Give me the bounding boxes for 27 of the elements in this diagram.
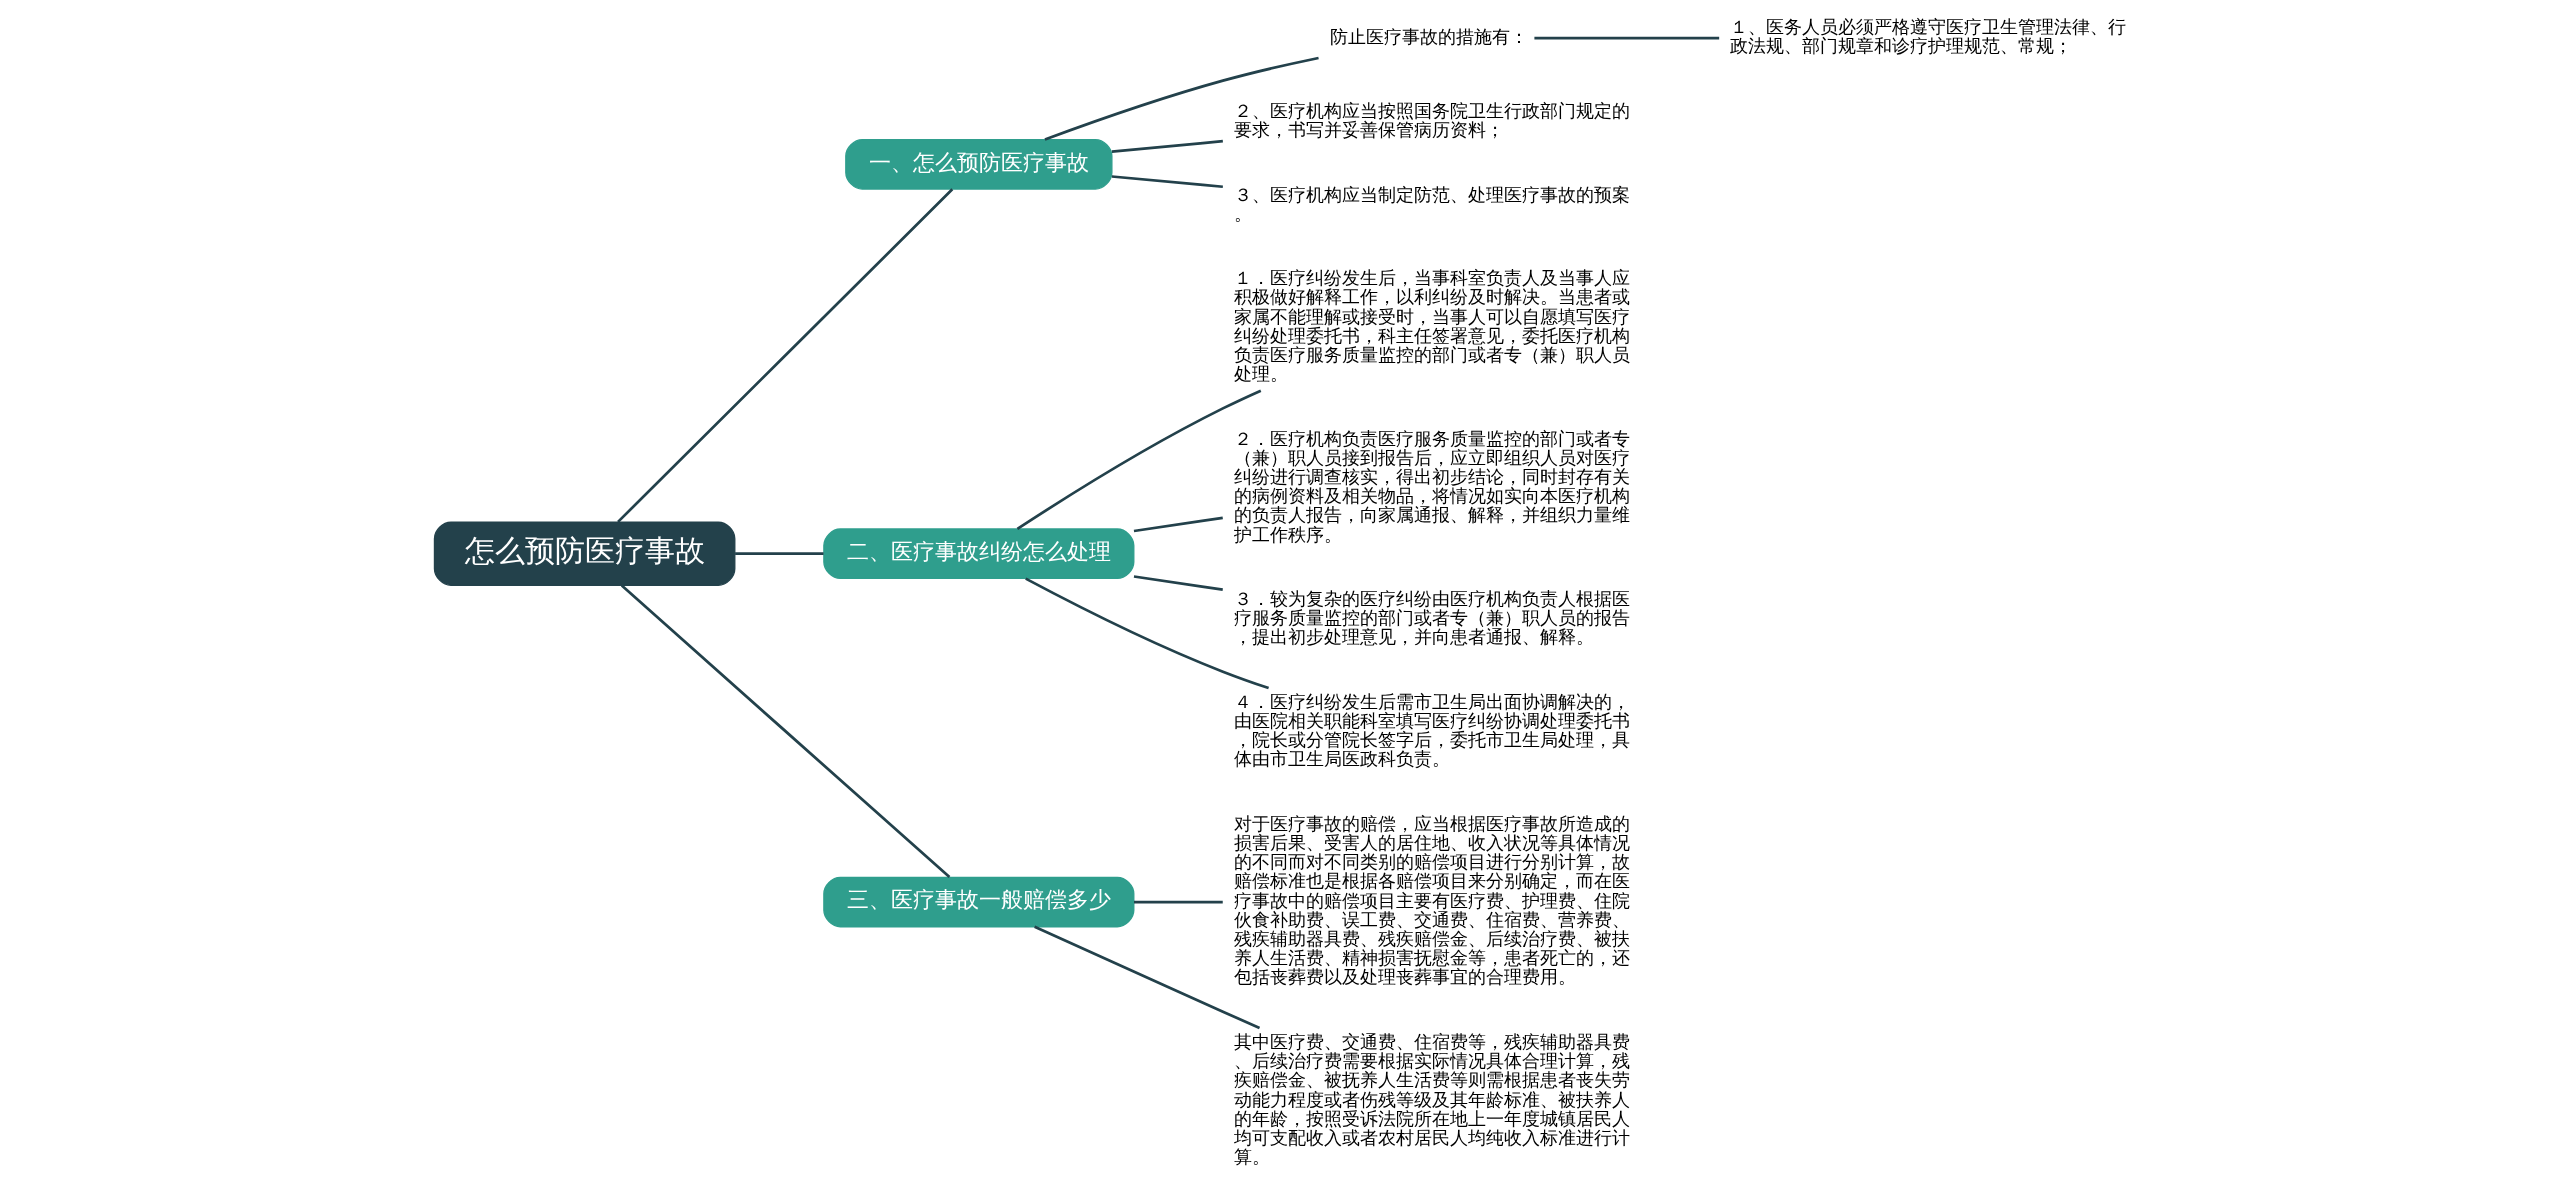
node-box: 二、医疗事故纠纷怎么处理 xyxy=(822,528,1134,580)
node-box: 怎么预防医疗事故 xyxy=(433,521,735,586)
connector xyxy=(1111,139,1223,154)
node-text: １、医务人员必须严格遵守医疗卫生管理法律、行政法规、部门规章和诊疗护理规范、常规； xyxy=(1729,16,2126,57)
node-text: ４．医疗纠纷发生后需市卫生局出面协调解决的，由医院相关职能科室填写医疗纠纷协调处理委托书，院长或分管院长签字后，委托市卫生局处理，具体由市卫生局医政科负责。 xyxy=(1233,690,1630,770)
connector xyxy=(1133,575,1223,591)
connector xyxy=(620,584,950,879)
connector xyxy=(734,552,824,556)
connector xyxy=(1111,175,1223,189)
node-box: 三、医疗事故一般赔偿多少 xyxy=(822,876,1134,928)
connector xyxy=(1133,516,1223,533)
connector xyxy=(616,188,953,523)
connector xyxy=(1133,900,1223,904)
connector xyxy=(1024,577,1269,690)
node-text: １．医疗纠纷发生后，当事科室负责人及当事人应积极做好解释工作，以利纠纷及时解决。当患者或家属不能理解或接受时，当事人可以自愿填写医疗纠纷处理委托书，科主任签署意见，委托医疗机构负责医疗服务质量监控的部门或者专（兼）职人员处理。 xyxy=(1233,267,1630,385)
node-text: ２．医疗机构负责医疗服务质量监控的部门或者专（兼）职人员接到报告后，应立即组织人员对医疗纠纷进行调查核实，得出初步结论，同时封存有关的病例资料及相关物品，将情况如实向本医疗机构的负责人报告，向家属通报、解释，并组织力量维护工作秩序。 xyxy=(1233,427,1630,545)
connector xyxy=(1016,389,1261,531)
connector xyxy=(1043,56,1319,141)
node-text: 防止医疗事故的措施有： xyxy=(1329,25,1528,47)
node-text: 其中医疗费、交通费、住宿费等，残疾辅助器具费、后续治疗费需要根据实际情况具体合理计算，残疾赔偿金、被抚养人生活费等则需根据患者丧失劳动能力程度或者伤残等级及其年龄标准、被扶养人的年龄，按照受诉法院所在地上一年度城镇居民人均可支配收入或者农村居民人均纯收入标准进行计算。 xyxy=(1233,1030,1630,1168)
node-text: ２、医疗机构应当按照国务院卫生行政部门规定的要求，书写并妥善保管病历资料； xyxy=(1233,99,1630,141)
node-box: 一、怎么预防医疗事故 xyxy=(844,138,1113,190)
node-text: 对于医疗事故的赔偿，应当根据医疗事故所造成的损害后果、受害人的居住地、收入状况等具体情况的不同而对不同类别的赔偿项目进行分别计算，故赔偿标准也是根据各赔偿项目来分别确定，而在医疗事故中的赔偿项目主要有医疗费、护理费、住院伙食补助费、误工费、交通费、住宿费、营养费、残疾辅助器具费、残疾赔偿金、后续治疗费、被扶养人生活费、精神损害抚慰金等，患者死亡的，还包括丧葬费以及处理丧葬事宜的合理费用。 xyxy=(1233,812,1630,988)
node-text: ３．较为复杂的医疗纠纷由医疗机构负责人根据医疗服务质量监控的部门或者专（兼）职人员的报告，提出初步处理意见，并向患者通报、解释。 xyxy=(1233,588,1630,648)
connector xyxy=(1533,36,1719,40)
node-text: ３、医疗机构应当制定防范、处理医疗事故的预案。 xyxy=(1233,183,1630,224)
connector xyxy=(1033,925,1260,1030)
